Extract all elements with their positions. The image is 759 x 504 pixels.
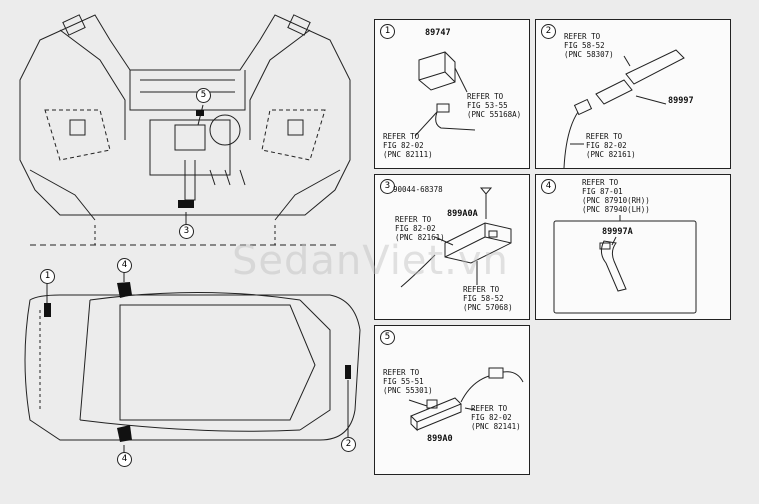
vehicle-overview-drawing [19,14,361,453]
occupant-sensor-drawing [414,51,476,137]
callout-4-bottom-overview: 4 [117,452,132,467]
callout-5-overview: 5 [196,88,211,103]
sensor-connector-drawing [563,49,685,168]
callout-3-overview: 3 [179,224,194,239]
callout-2-overview: 2 [341,437,356,452]
panel-number: 3 [380,179,395,194]
bolt-number: 90044-68378 [393,185,443,194]
part-number: 89747 [425,28,451,38]
part-number: 89997A [602,227,633,237]
panel-number: 1 [380,24,395,39]
panel-number: 2 [541,24,556,39]
watermark: SedanViet.vn [232,238,509,284]
part-number: 899A0A [447,209,478,219]
part-number: 899A0 [427,434,453,444]
center-sensor-drawing [408,367,524,432]
callout-4-top-overview: 4 [117,258,132,273]
part-number: 89997 [668,96,694,106]
callout-1-overview: 1 [40,269,55,284]
door-sensor-drawing [553,215,697,314]
bracket-sensor-drawing [400,187,512,288]
panel-number: 4 [541,179,556,194]
panel-number: 5 [380,330,395,345]
